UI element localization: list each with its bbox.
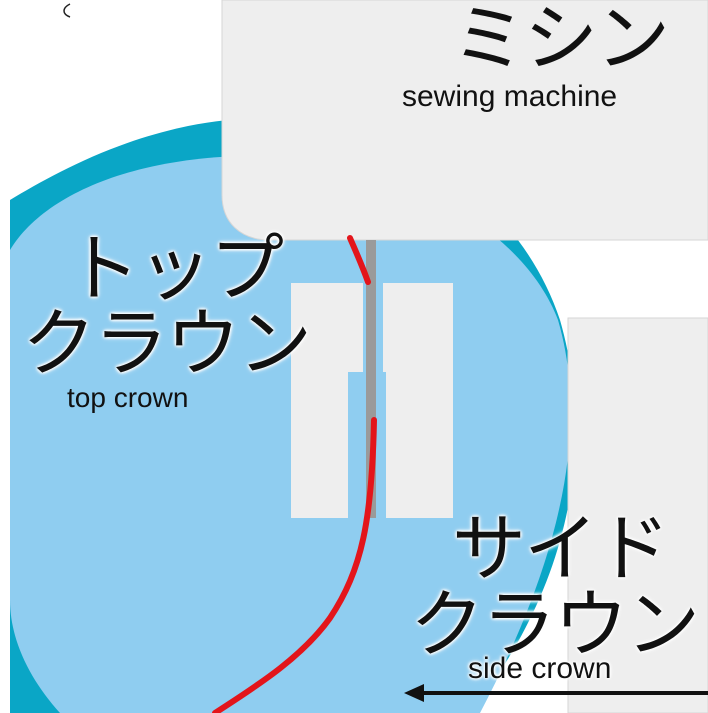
thread-upper bbox=[347, 235, 371, 285]
thread-seam bbox=[212, 417, 377, 713]
machine-label-en: sewing machine bbox=[402, 80, 618, 113]
top-crown-label-jp-line2: クラウン bbox=[22, 301, 312, 387]
side-crown-label-en: side crown bbox=[468, 652, 612, 685]
side-crown-label-jp-line1: サイド bbox=[452, 506, 670, 592]
machine-label-jp: ミシン bbox=[452, 0, 670, 82]
side-crown-fabric bbox=[567, 317, 708, 713]
machine-gap bbox=[565, 250, 708, 312]
presser-foot-right bbox=[383, 283, 453, 518]
top-crown-label-en: top crown bbox=[67, 382, 189, 413]
left-arrow-icon bbox=[404, 684, 708, 702]
corner-mark bbox=[63, 3, 71, 18]
side-crown-label-jp-line2: クラウン bbox=[410, 582, 700, 668]
sewing-machine-body bbox=[221, 0, 708, 241]
top-crown-label-jp-line1: トップ bbox=[66, 226, 284, 312]
needle bbox=[366, 240, 376, 518]
